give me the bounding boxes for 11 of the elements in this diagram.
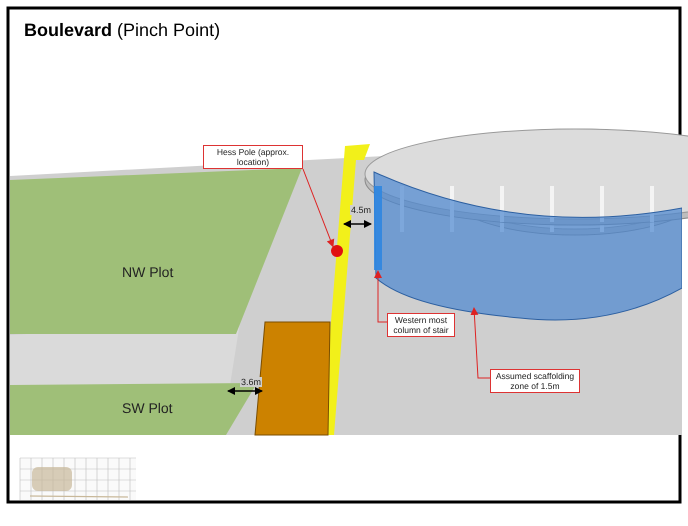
- dimension-label: 3.6m: [240, 377, 262, 387]
- plot-name: NW Plot: [122, 264, 174, 280]
- dimension-label: 4.5m: [350, 205, 372, 215]
- leader-line: [374, 270, 388, 322]
- leader-line: [302, 168, 334, 248]
- callout-box: Western most column of stair: [387, 313, 455, 337]
- callout-box: Assumed scaffolding zone of 1.5m: [490, 369, 580, 393]
- slide-title: Boulevard (Pinch Point): [24, 20, 220, 41]
- leader-line: [470, 307, 490, 378]
- plot-name: SW Plot: [122, 400, 173, 416]
- callout-box: Hess Pole (approx. location): [203, 145, 303, 169]
